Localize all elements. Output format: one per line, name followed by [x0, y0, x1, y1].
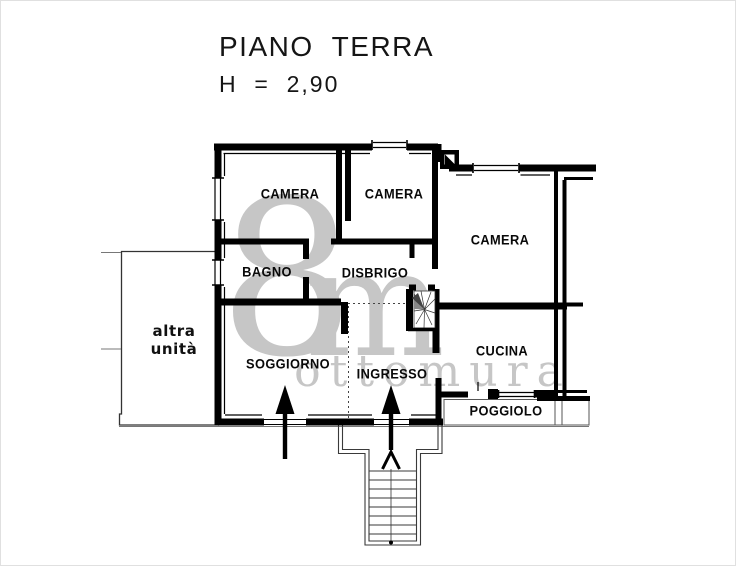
room-label-camera-e: CAMERA [470, 232, 530, 248]
external-staircase [337, 425, 443, 546]
room-label-camera-nw: CAMERA [260, 186, 320, 202]
wall-inner-lines [223, 152, 550, 416]
room-label-poggiolo: POGGIOLO [469, 403, 543, 419]
room-label-bagno: BAGNO [242, 264, 292, 280]
watermark-8: 8 [218, 153, 356, 405]
room-label-cucina: CUCINA [475, 343, 529, 359]
spiral-staircase-icon [408, 284, 438, 332]
room-label-camera-n: CAMERA [364, 186, 424, 202]
entrance-arrows [275, 385, 401, 545]
plan-height-note: H = 2,90 [219, 71, 340, 97]
room-label-ingresso: INGRESSO [356, 366, 428, 382]
dashed-passage-lines [348, 303, 407, 420]
adjacent-unit-label-line1: altra [152, 322, 196, 340]
kitchen-wall-post [488, 389, 498, 399]
terrain-line [101, 252, 589, 427]
room-label-disbrigo: DISBRIGO [341, 265, 409, 281]
adjacent-unit-outline [118, 250, 219, 426]
adjacent-unit-label-line2: unità [150, 340, 198, 358]
plan-title-block: PIANO TERRA H = 2,90 [219, 31, 434, 98]
windows [212, 140, 536, 398]
plan-title: PIANO TERRA [219, 31, 435, 62]
flue-icon [440, 150, 459, 169]
watermark-ottomura: ottomura [294, 346, 572, 397]
room-label-soggiorno: SOGGIORNO [246, 356, 330, 372]
